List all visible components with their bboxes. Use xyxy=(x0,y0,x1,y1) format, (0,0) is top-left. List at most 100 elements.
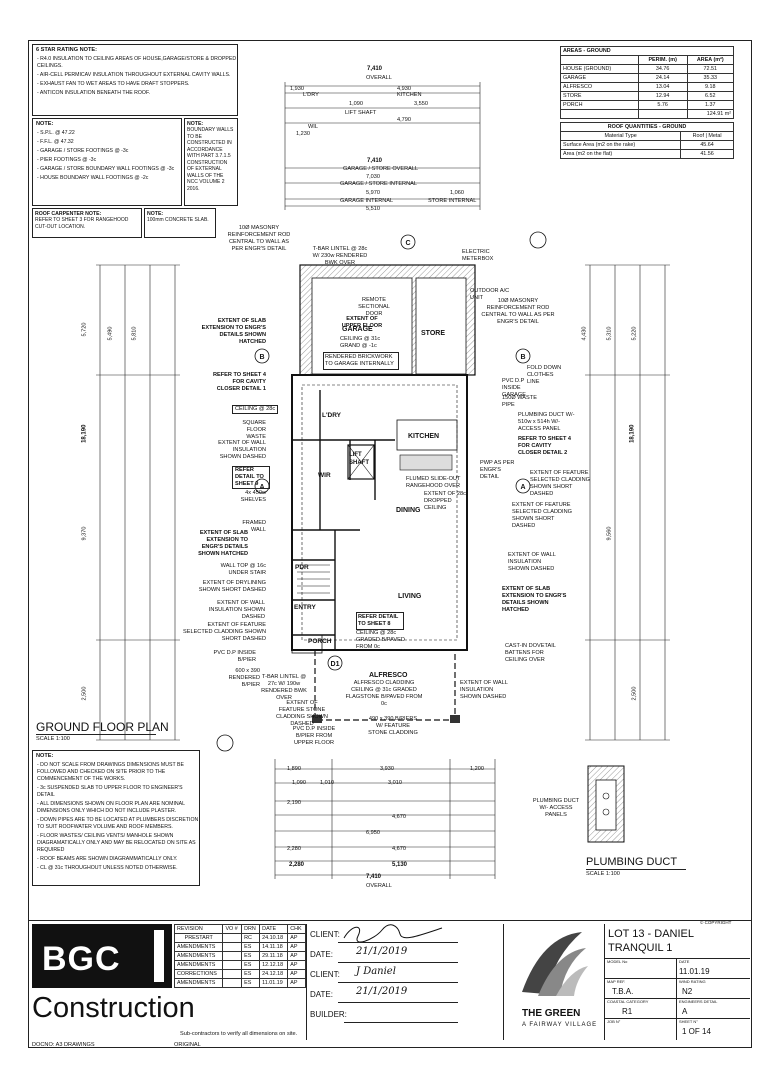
dim-label: 6,950 xyxy=(366,830,380,836)
dim-label: L'DRY xyxy=(303,92,319,98)
lot-label: LOT 13 - DANIEL xyxy=(608,928,694,940)
client-label: CLIENT: xyxy=(310,930,340,939)
annotation: T-BAR LINTEL @ 28c W/ 230w RENDERED BWK … xyxy=(312,246,368,266)
field-value-engineer: A xyxy=(682,1007,688,1016)
annotation: EXTENT OF WALL INSULATION SHOWN DASHED xyxy=(460,680,508,700)
estate-name: THE GREEN xyxy=(522,1008,581,1019)
annotation: ELECTRIC METERBOX xyxy=(462,249,494,262)
estate-logo-icon xyxy=(522,932,588,996)
annotation: RENDERED BRICKWORK TO GARAGE INTERNALLY xyxy=(323,352,399,370)
annotation: EXTENT OF FEATURE SELECTED CLADDING SHOW… xyxy=(512,502,572,529)
field-value-map: T.B.A. xyxy=(612,987,634,996)
annotation: EXTENT OF 28c DROPPED CEILING xyxy=(424,491,466,511)
note-item: CL @ 31c THROUGHOUT UNLESS NOTED OTHERWI… xyxy=(37,865,199,872)
note-item: DOWN PIPES ARE TO BE LOCATED AT PLUMBERS… xyxy=(37,817,199,831)
roof-note-text: REFER TO SHEET 3 FOR RANGEHOOD CUT-OUT L… xyxy=(35,217,129,230)
duct-title: PLUMBING DUCT xyxy=(586,856,678,868)
field-value-date: 11.01.19 xyxy=(679,967,710,976)
slab-note-text: 100mm CONCRETE SLAB. xyxy=(147,217,209,223)
annotation: REMOTE SECTIONAL DOOR xyxy=(358,297,390,317)
bottom-dimensions xyxy=(274,759,496,879)
design-label: TRANQUIL 1 xyxy=(608,942,673,954)
svg-text:C: C xyxy=(405,240,410,247)
dim-label: 5,490 xyxy=(107,326,114,341)
level-item: PIER FOOTINGS @ -3c xyxy=(37,157,181,164)
field-label: MODEL No xyxy=(607,959,628,964)
room-porch: PORCH xyxy=(308,638,332,645)
dim-label: 2,500 xyxy=(631,686,638,701)
note-item: FLOOR WASTES/ CEILING VENTS/ MANHOLE SHO… xyxy=(37,833,199,854)
note-item: ROOF BEAMS ARE SHOWN DIAGRAMMATICALLY ON… xyxy=(37,856,199,863)
annotation: PVC D.P INSIDE B/PIER FROM UPPER FLOOR xyxy=(292,726,336,746)
room-wir: WIR xyxy=(318,472,331,479)
field-value-coastal: R1 xyxy=(622,1007,633,1016)
dim-label: 2,190 xyxy=(287,800,301,806)
star-note-title: 6 STAR RATING NOTE: xyxy=(36,47,98,53)
star-note-item: AIR-CELL PERMICAV INSULATION THROUGHOUT … xyxy=(37,72,237,79)
level-item: S.P.L. @ 47.22 xyxy=(37,130,181,137)
annotation: EXTENT OF WALL INSULATION SHOWN DASHED xyxy=(218,440,266,460)
dim-label: 1,930 xyxy=(290,86,304,92)
annotation: EXTENT OF FEATURE SELECTED CLADDING SHOW… xyxy=(183,622,266,642)
dim-label: 9,560 xyxy=(606,526,613,541)
svg-text:A: A xyxy=(520,484,525,491)
annotation: PVC D.P INSIDE B/PIER xyxy=(213,650,256,663)
dim-label: 1,090 xyxy=(349,101,363,107)
dim-label: 7,030 xyxy=(366,174,380,180)
field-label: ENGINEERS DETAIL xyxy=(679,999,718,1004)
room-store: STORE xyxy=(421,330,445,337)
plumbing-duct-detail xyxy=(587,765,625,843)
field-label: DATE xyxy=(679,959,690,964)
annotation: CAST-IN DOVETAIL BATTENS FOR CEILING OVE… xyxy=(505,643,556,663)
room-living: LIVING xyxy=(398,593,422,600)
dim-label: 1,200 xyxy=(470,766,484,772)
dim-label: 2,280 xyxy=(289,862,305,868)
dim-label: 3,930 xyxy=(380,766,394,772)
dim-label: 5,130 xyxy=(392,862,408,868)
boundary-note-title: NOTE: xyxy=(187,121,204,127)
dim-label: 2,500 xyxy=(81,686,88,701)
room-entry: ENTRY xyxy=(294,604,316,611)
annotation: FLUMED SLIDE-OUT RANGEHOOD OVER xyxy=(406,476,461,489)
annotation: FRAMED WALL xyxy=(242,520,266,533)
plan-scale: SCALE 1:100 xyxy=(36,736,70,742)
date-label: DATE: xyxy=(310,990,333,999)
annotation: EXTENT OF UPPER FLOOR xyxy=(341,316,383,329)
field-label: MAP REF. xyxy=(607,979,626,984)
star-note-item: R4.0 INSULATION TO CEILING AREAS OF HOUS… xyxy=(37,56,237,70)
annotation: EXTENT OF FEATURE SELECTED CLADDING SHOW… xyxy=(530,470,590,497)
note-item: 3c SUSPENDED SLAB TO UPPER FLOOR TO ENGI… xyxy=(37,785,199,799)
svg-text:B: B xyxy=(520,354,525,361)
room-pdr: PDR xyxy=(295,564,309,571)
dim-label: 5,970 xyxy=(366,190,380,196)
level-item: GARAGE / STORE BOUNDARY WALL FOOTINGS @ … xyxy=(37,166,181,173)
annotation: 150Ø WASTE PIPE xyxy=(502,395,537,408)
field-label: COASTAL CATEGORY xyxy=(607,999,649,1004)
areas-title: AREAS - GROUND xyxy=(560,46,734,56)
duct-scale: SCALE 1:100 xyxy=(586,871,620,877)
drawing-sheet xyxy=(28,40,752,1048)
garage-overall-dim: 7,410 xyxy=(367,158,383,164)
level-item: HOUSE BOUNDARY WALL FOOTINGS @ -2c xyxy=(37,175,181,182)
annotation: T-BAR LINTEL @ 27c W/ 190w RENDERED BWK … xyxy=(261,674,307,701)
dim-label: 1,090 xyxy=(292,780,306,786)
client-signature xyxy=(343,924,443,943)
annotation: SQUARE FLOOR WASTE xyxy=(242,420,266,440)
dim-label: GARAGE INTERNAL xyxy=(340,198,394,204)
client-date: 21/1/2019 xyxy=(356,986,408,997)
annotation: CEILING @ 28c GRADED B/PAVED FROM 0c xyxy=(356,630,405,650)
room-dining: DINING xyxy=(396,507,421,514)
dim-label: OVERALL xyxy=(366,883,392,889)
general-notes: NOTE: DO NOT SCALE FROM DRAWINGS DIMENSI… xyxy=(32,750,200,886)
annotation: 10Ø MASONRY REINFORCEMENT ROD CENTRAL TO… xyxy=(481,298,555,325)
dim-label: 1,060 xyxy=(450,190,464,196)
client-name: J Daniel xyxy=(356,966,396,977)
dim-label: KITCHEN xyxy=(397,92,422,98)
annotation: FOLD DOWN CLOTHES LINE xyxy=(527,365,562,385)
